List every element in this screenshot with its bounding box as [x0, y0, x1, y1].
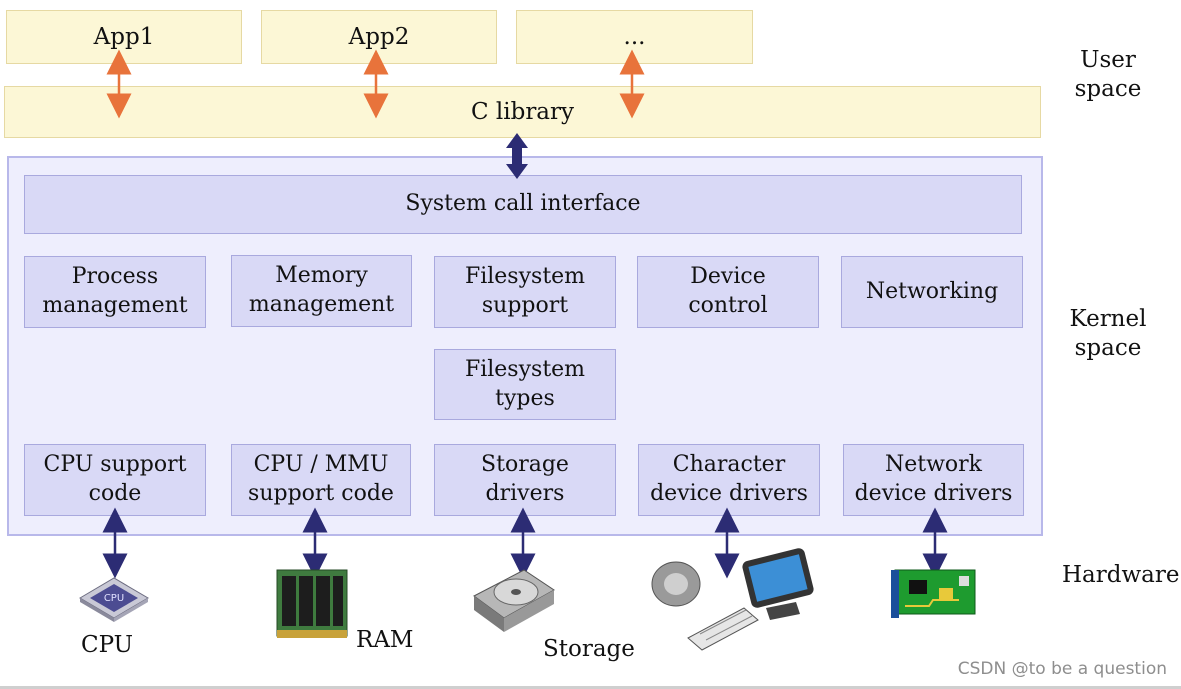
- cpu-support-code-box: CPU support code: [24, 444, 206, 516]
- character-device-drivers-box: Character device drivers: [638, 444, 820, 516]
- cpu-chip-icon: CPU: [79, 577, 149, 622]
- syscall-interface-box: System call interface: [24, 175, 1022, 234]
- filesystem-support-box: Filesystem support: [434, 256, 616, 328]
- device-control-box: Device control: [637, 256, 819, 328]
- networking-box: Networking: [841, 256, 1023, 328]
- process-management-box: Process management: [24, 256, 206, 328]
- network-device-drivers-box: Network device drivers: [843, 444, 1024, 516]
- network-card-icon: [891, 569, 976, 618]
- filesystem-types-box: Filesystem types: [434, 349, 616, 420]
- ram-label: RAM: [356, 627, 414, 653]
- syscall-arrow: [506, 133, 528, 179]
- speaker-monitor-keyboard-icon: [651, 548, 814, 651]
- c-library-box: C library: [4, 86, 1041, 138]
- user-space-label: User space: [1074, 47, 1142, 103]
- watermark: CSDN @to be a question: [957, 659, 1167, 679]
- hard-disk-icon: [473, 569, 555, 632]
- ram-module-icon: [276, 569, 348, 638]
- hardware-label: Hardware: [1062, 562, 1180, 588]
- kernel-space-label: Kernel space: [1069, 306, 1147, 362]
- bottom-border: [0, 686, 1181, 689]
- svg-text:CPU: CPU: [104, 593, 124, 604]
- memory-management-box: Memory management: [231, 255, 412, 327]
- cpu-mmu-support-code-box: CPU / MMU support code: [231, 444, 411, 516]
- cpu-label: CPU: [81, 632, 134, 658]
- storage-label: Storage: [543, 636, 635, 662]
